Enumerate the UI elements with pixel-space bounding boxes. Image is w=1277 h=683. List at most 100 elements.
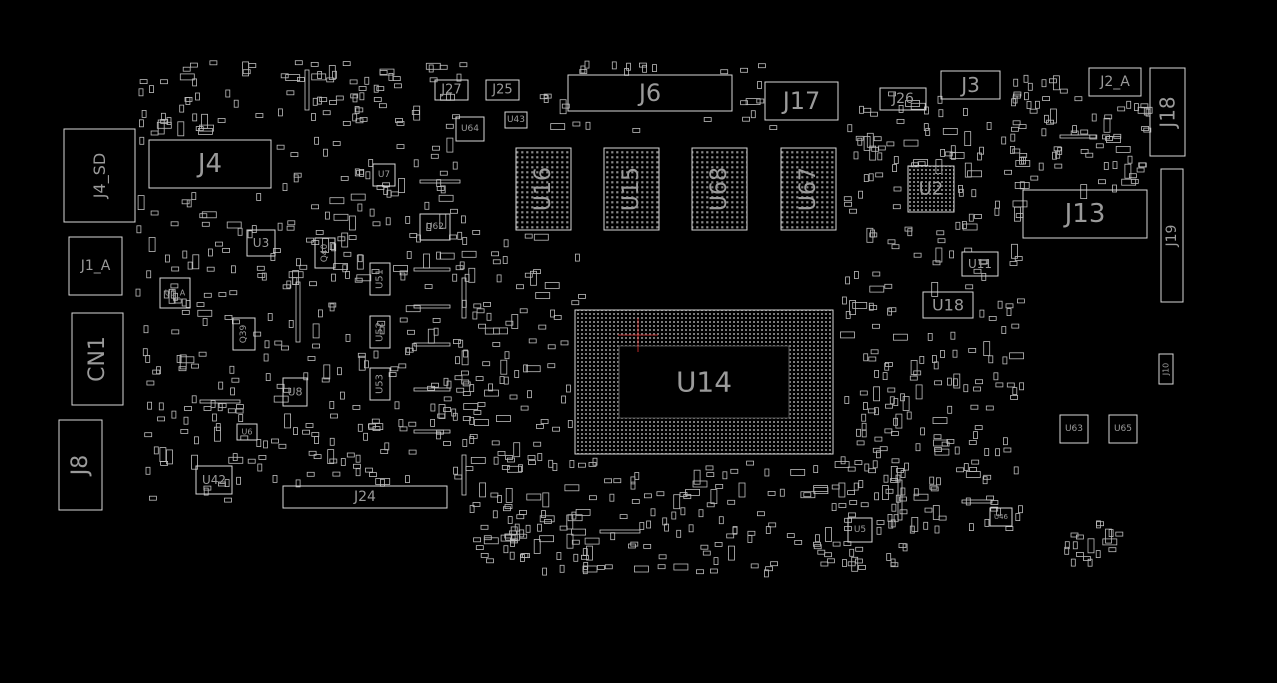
passive-part: [305, 423, 314, 428]
component-j25-label: J25: [491, 83, 512, 98]
passive-part: [440, 185, 446, 194]
passive-part: [858, 480, 864, 488]
component-u1-a-outline[interactable]: [159, 277, 191, 309]
component-u51-outline[interactable]: [369, 262, 391, 296]
strip-part: [1059, 134, 1097, 139]
component-u18-outline[interactable]: [922, 291, 974, 319]
component-j13-outline[interactable]: [1022, 189, 1148, 239]
passive-part: [456, 73, 462, 82]
passive-part: [859, 105, 864, 114]
passive-part: [399, 270, 408, 276]
passive-part: [306, 237, 314, 243]
component-u46-outline[interactable]: [989, 507, 1013, 527]
passive-part: [947, 377, 952, 386]
passive-part: [683, 494, 692, 499]
passive-part: [909, 375, 918, 381]
component-u5-outline[interactable]: [847, 517, 873, 543]
component-j4-outline[interactable]: [148, 139, 272, 189]
passive-part: [934, 447, 942, 453]
component-j10-outline[interactable]: [1158, 353, 1174, 385]
component-j4-sd-outline[interactable]: [63, 128, 136, 223]
component-u6-outline[interactable]: [236, 423, 258, 441]
component-u42-outline[interactable]: [195, 465, 233, 495]
passive-part: [706, 472, 715, 478]
component-u16-label: U16: [531, 167, 556, 211]
component-u3-outline[interactable]: [246, 229, 276, 257]
passive-part: [527, 455, 536, 460]
passive-part: [902, 543, 908, 552]
component-u11-outline[interactable]: [961, 251, 999, 277]
component-u43-outline[interactable]: [504, 111, 528, 129]
passive-part: [184, 97, 193, 102]
passive-part: [732, 526, 738, 534]
component-j17-outline[interactable]: [764, 81, 839, 121]
passive-part: [933, 434, 942, 440]
passive-part: [911, 517, 919, 532]
component-j27-outline[interactable]: [434, 79, 469, 101]
component-j3-outline[interactable]: [940, 70, 1001, 100]
component-j18-outline[interactable]: [1149, 67, 1186, 157]
passive-part: [559, 525, 568, 531]
component-j24-outline[interactable]: [282, 485, 448, 509]
component-q39-outline[interactable]: [232, 317, 256, 351]
passive-part: [765, 526, 771, 534]
component-j19-outline[interactable]: [1160, 168, 1184, 303]
passive-part: [156, 121, 172, 129]
passive-part: [764, 569, 769, 578]
passive-part: [242, 69, 251, 75]
component-u16-outline[interactable]: [515, 147, 572, 231]
component-u2-outline[interactable]: [907, 165, 955, 213]
component-j8-outline[interactable]: [58, 419, 103, 511]
passive-part: [1141, 126, 1149, 131]
passive-part: [322, 110, 331, 116]
component-cn1-outline[interactable]: [71, 312, 124, 406]
passive-part: [468, 267, 476, 283]
component-j26-outline[interactable]: [879, 87, 927, 111]
passive-part: [786, 533, 795, 538]
passive-part: [452, 412, 458, 421]
component-u63-outline[interactable]: [1059, 414, 1089, 444]
passive-part: [213, 426, 221, 442]
component-u62-outline[interactable]: [419, 213, 451, 241]
component-u67-outline[interactable]: [780, 147, 837, 231]
passive-part: [215, 423, 221, 432]
passive-part: [904, 226, 913, 232]
passive-part: [750, 563, 759, 569]
component-j25-outline[interactable]: [485, 79, 520, 101]
passive-part: [955, 221, 961, 230]
passive-part: [329, 303, 335, 312]
passive-part: [538, 324, 547, 330]
passive-part: [975, 379, 983, 385]
component-u15-outline[interactable]: [603, 147, 660, 231]
strip-part: [413, 304, 451, 309]
component-j6-outline[interactable]: [567, 74, 733, 112]
passive-part: [680, 507, 686, 516]
component-u52-outline[interactable]: [369, 315, 391, 349]
component-j2-a-outline[interactable]: [1088, 67, 1142, 97]
passive-part: [1115, 145, 1131, 153]
passive-part: [182, 250, 188, 259]
component-u64-outline[interactable]: [455, 116, 485, 142]
passive-part: [747, 535, 753, 543]
component-u53-outline[interactable]: [369, 367, 391, 401]
passive-part: [218, 381, 224, 390]
passive-part: [357, 254, 363, 263]
component-q40-outline[interactable]: [314, 237, 336, 269]
passive-part: [470, 456, 486, 464]
passive-part: [306, 471, 315, 477]
passive-part: [550, 309, 555, 318]
passive-part: [985, 405, 994, 411]
component-u65-outline[interactable]: [1108, 414, 1138, 444]
component-u7-outline[interactable]: [372, 163, 396, 187]
passive-part: [882, 372, 888, 381]
passive-part: [1080, 129, 1089, 135]
component-u8-outline[interactable]: [282, 377, 308, 407]
component-j1-a-outline[interactable]: [68, 236, 123, 296]
passive-part: [1096, 521, 1104, 527]
passive-part: [657, 564, 666, 570]
passive-part: [934, 448, 950, 456]
passive-part: [160, 112, 166, 121]
passive-part: [199, 213, 208, 219]
component-u68-outline[interactable]: [691, 147, 748, 231]
